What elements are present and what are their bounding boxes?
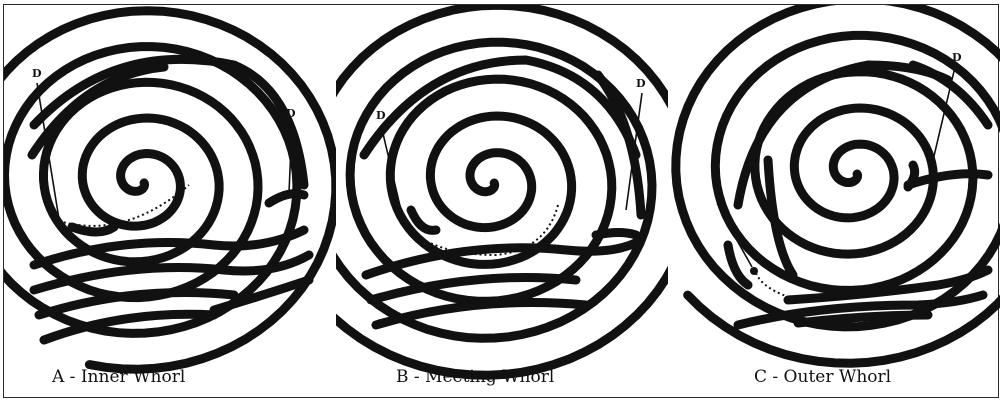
panel-meeting-whorl: D D B - Meeting Whorl [336,5,668,399]
panel-inner-whorl: D D A - Inner Whorl [4,5,336,399]
panel-outer-whorl: D D C - Outer Whorl [668,5,1000,399]
delta-label-right: D [952,51,962,64]
delta-label-left: D [32,67,42,80]
delta-label-left: D [716,195,726,208]
fingerprint-inner-whorl [4,5,336,399]
delta-label-left: D [376,109,386,122]
caption-inner-whorl: A - Inner Whorl [52,367,384,387]
delta-label-right: D [636,77,646,90]
delta-label-right: D [286,107,296,120]
caption-outer-whorl: C - Outer Whorl [754,367,1005,387]
figure-frame: D D A - Inner Whorl D D B - Meeting Whor… [3,4,999,398]
fingerprint-meeting-whorl [336,5,668,399]
